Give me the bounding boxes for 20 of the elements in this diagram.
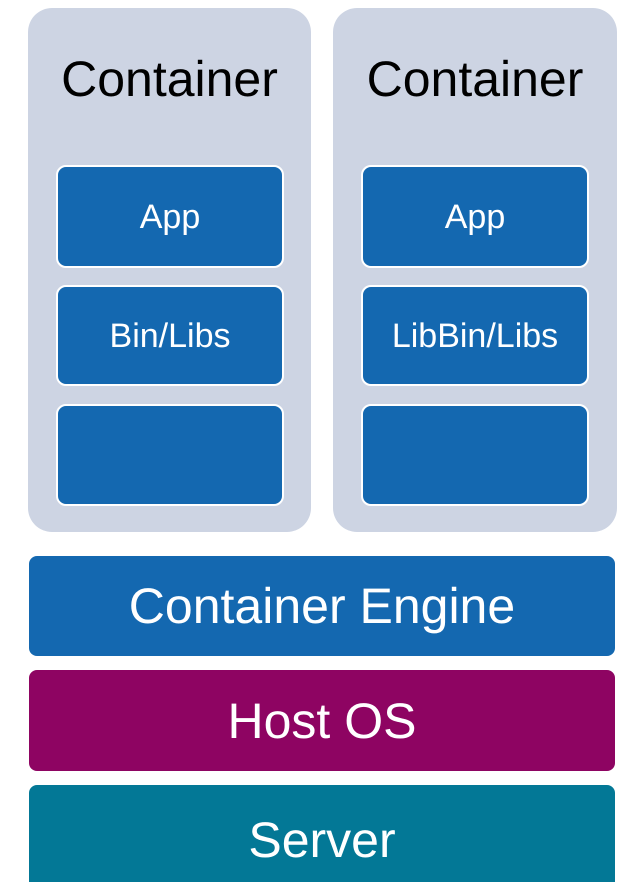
layer-box bbox=[56, 404, 284, 506]
layer-label: App bbox=[140, 200, 200, 234]
layer-box bbox=[56, 285, 284, 386]
layer-box bbox=[361, 285, 589, 386]
container-panel bbox=[28, 8, 311, 532]
container-panel bbox=[333, 8, 617, 532]
layer-label: Container Engine bbox=[128, 581, 516, 631]
layer-bar bbox=[29, 785, 615, 882]
layer-bar bbox=[29, 556, 615, 656]
container-title: Container bbox=[366, 54, 584, 104]
layer-box bbox=[361, 404, 589, 506]
layer-label: App bbox=[444, 200, 506, 234]
container-title: Container bbox=[61, 54, 278, 104]
layer-box bbox=[361, 165, 589, 268]
layer-label: Bin/Libs bbox=[110, 318, 230, 352]
layer-label: Server bbox=[248, 815, 396, 865]
layer-box bbox=[56, 165, 284, 268]
layer-label: LibBin/Libs bbox=[392, 318, 558, 352]
layer-bar bbox=[29, 670, 615, 771]
layer-label: Host OS bbox=[228, 696, 416, 746]
